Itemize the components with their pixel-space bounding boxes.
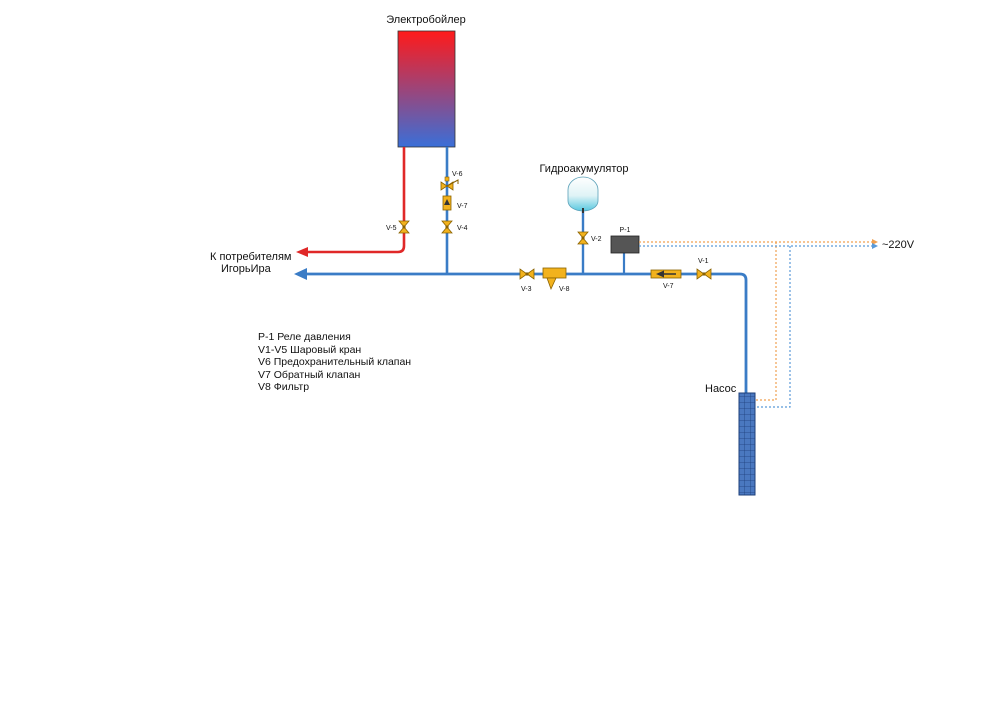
filter-v8: [542, 267, 567, 291]
legend-item: P-1 Реле давления: [258, 331, 351, 343]
v2-label: V-2: [591, 236, 602, 243]
valve-v2: [577, 231, 589, 245]
boiler-tank: [397, 30, 456, 148]
v3-label: V-3: [521, 286, 532, 293]
accumulator-label: Гидроакумулятор: [539, 163, 628, 175]
pressure-relay: [610, 235, 640, 254]
accumulator: [567, 176, 599, 213]
v8-label: V-8: [559, 286, 570, 293]
valve-v4: [441, 220, 453, 234]
power-arrow-neutral: [872, 243, 878, 249]
v4-label: V-4: [457, 225, 468, 232]
hot-water-arrow: [296, 247, 308, 257]
v1-label: V-1: [698, 258, 709, 265]
legend: P-1 Реле давления V1-V5 Шаровый кран V6 …: [258, 331, 411, 394]
cold-water-arrow: [294, 268, 307, 280]
v5-label: V-5: [386, 225, 397, 232]
v7-main-label: V-7: [663, 283, 674, 290]
p1-label: P-1: [620, 227, 631, 234]
legend-item: V1-V5 Шаровый кран: [258, 343, 362, 356]
v6-label: V-6: [452, 171, 463, 178]
hot-water-pipe: [306, 147, 406, 254]
valve-v5: [398, 220, 410, 234]
check-valve-v7-main: [650, 269, 682, 279]
pump-label: Насос: [705, 383, 737, 395]
pump-riser-pipe: [739, 272, 748, 393]
valve-v1: [696, 268, 712, 280]
power-line-phase: [639, 241, 874, 401]
boiler-label: Электробойлер: [386, 14, 466, 26]
v7-upper-label: V-7: [457, 203, 468, 210]
safety-valve-v6: [440, 176, 459, 191]
check-valve-v7-upper: [442, 195, 452, 211]
voltage-label: ~220V: [882, 239, 915, 251]
consumers-label-line2: ИгорьИра: [221, 263, 272, 275]
power-line-neutral: [639, 245, 874, 408]
legend-item: V7 Обратный клапан: [258, 368, 361, 381]
legend-item: V8 Фильтр: [258, 381, 310, 394]
power-arrow-phase: [872, 239, 878, 245]
consumers-label-line1: К потребителям: [210, 251, 292, 263]
pump: [738, 392, 756, 496]
legend-item: V6 Предохранительный клапан: [258, 356, 412, 369]
valve-v3: [519, 268, 535, 280]
